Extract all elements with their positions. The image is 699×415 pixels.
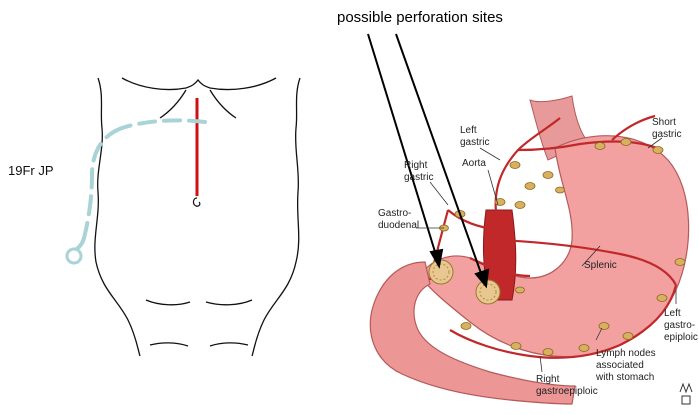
label-right-gastric: Right: [404, 160, 428, 171]
svg-text:gastroepiploic: gastroepiploic: [536, 386, 598, 397]
perforation-title: possible perforation sites: [337, 9, 503, 26]
label-gastroduodenal: Gastro-: [378, 208, 411, 219]
svg-text:gastric: gastric: [460, 137, 489, 148]
label-aorta: Aorta: [462, 158, 486, 169]
jp-drain: [72, 120, 205, 252]
svg-text:gastric: gastric: [404, 172, 433, 183]
umbilicus: [193, 198, 199, 206]
label-left-gastric: Left: [460, 125, 477, 136]
drain-bulb: [67, 249, 81, 263]
label-left-gastroepiploic: Left: [664, 308, 681, 319]
label-lymph-nodes: Lymph nodes: [596, 348, 656, 359]
svg-text:gastro-: gastro-: [664, 320, 695, 331]
perforation-site-2: [476, 280, 500, 304]
svg-text:duodenal: duodenal: [378, 220, 419, 231]
svg-text:associated: associated: [596, 360, 644, 371]
svg-text:gastric: gastric: [652, 129, 681, 140]
svg-text:epiploic: epiploic: [664, 332, 698, 343]
svg-text:with stomach: with stomach: [595, 372, 654, 383]
label-splenic: Splenic: [584, 260, 617, 271]
perforation-site-1: [429, 260, 453, 284]
label-right-gastroepiploic: Right: [536, 374, 560, 385]
label-short-gastric: Short: [652, 117, 676, 128]
drain-label: 19Fr JP: [8, 163, 54, 178]
publisher-logo: [680, 384, 692, 404]
